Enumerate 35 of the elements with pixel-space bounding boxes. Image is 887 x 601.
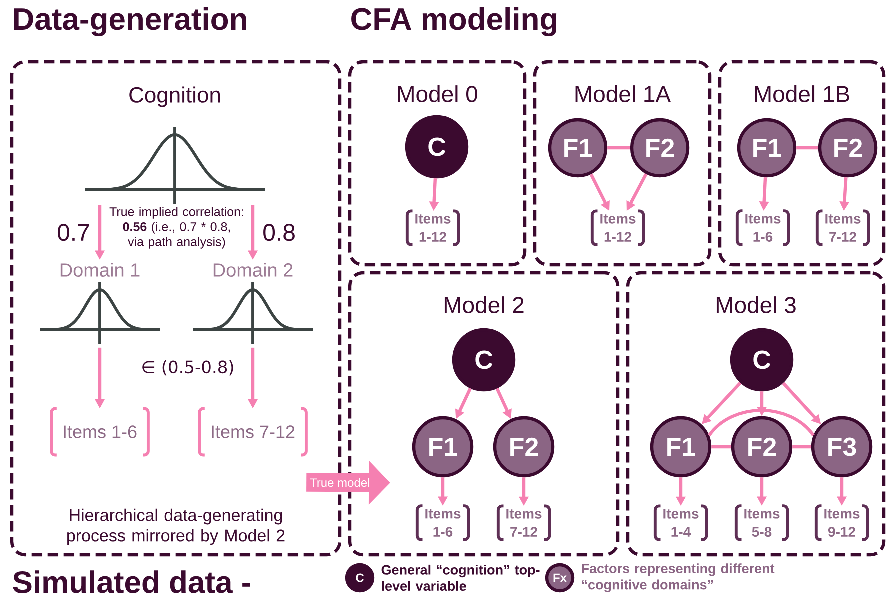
- item-group: Items 1-6: [416, 504, 470, 542]
- connector-line: [712, 445, 732, 449]
- annotation: True implied correlation: 0.56 (i.e., 0.7 * 0.8, via path analysis): [110, 207, 244, 249]
- item-group: Items 5-8: [734, 504, 790, 542]
- legend-text: General “cognition” top-level variable: [382, 564, 540, 592]
- edge-label: 0.7: [56, 222, 92, 242]
- edge-label: 0.8: [261, 222, 298, 242]
- heading: Simulated data -: [13, 570, 250, 594]
- item-group: Items 1-6: [50, 407, 150, 457]
- edge-label: True model: [308, 476, 372, 488]
- item-group: Items 1-6: [736, 210, 790, 246]
- annotation: ∈ (0.5-0.8): [142, 360, 234, 376]
- item-group: Items 1-12: [590, 210, 646, 246]
- description-text: Hierarchical data-generating process mirrored by Model 2: [68, 508, 285, 546]
- heading: Data-generation: [14, 8, 246, 37]
- variable-label: Domain 1: [60, 263, 140, 277]
- variable-label: Cognition: [130, 86, 220, 108]
- item-group: Items 7-12: [816, 210, 870, 246]
- item-group: Items 7-12: [496, 504, 552, 542]
- item-group: Items 1-12: [406, 210, 460, 246]
- variable-label: Domain 2: [214, 263, 293, 277]
- connector-line: [792, 445, 812, 449]
- heading: CFA modeling: [352, 8, 557, 37]
- panel-title: Model 0: [398, 86, 478, 102]
- connector-line: [608, 146, 630, 150]
- panel-title: Model 1A: [576, 86, 672, 102]
- connector-line: [796, 146, 818, 150]
- panel-title: Model 1B: [755, 86, 850, 102]
- panel-title: Model 3: [716, 296, 796, 314]
- item-group: Items 9-12: [814, 504, 870, 542]
- legend-text: Factors representing different “cognitive domains”: [582, 564, 775, 592]
- connector-line: [708, 409, 815, 437]
- panel-title: Model 2: [444, 296, 524, 314]
- item-group: Items 1-4: [654, 504, 708, 542]
- item-group: Items 7-12: [198, 407, 308, 457]
